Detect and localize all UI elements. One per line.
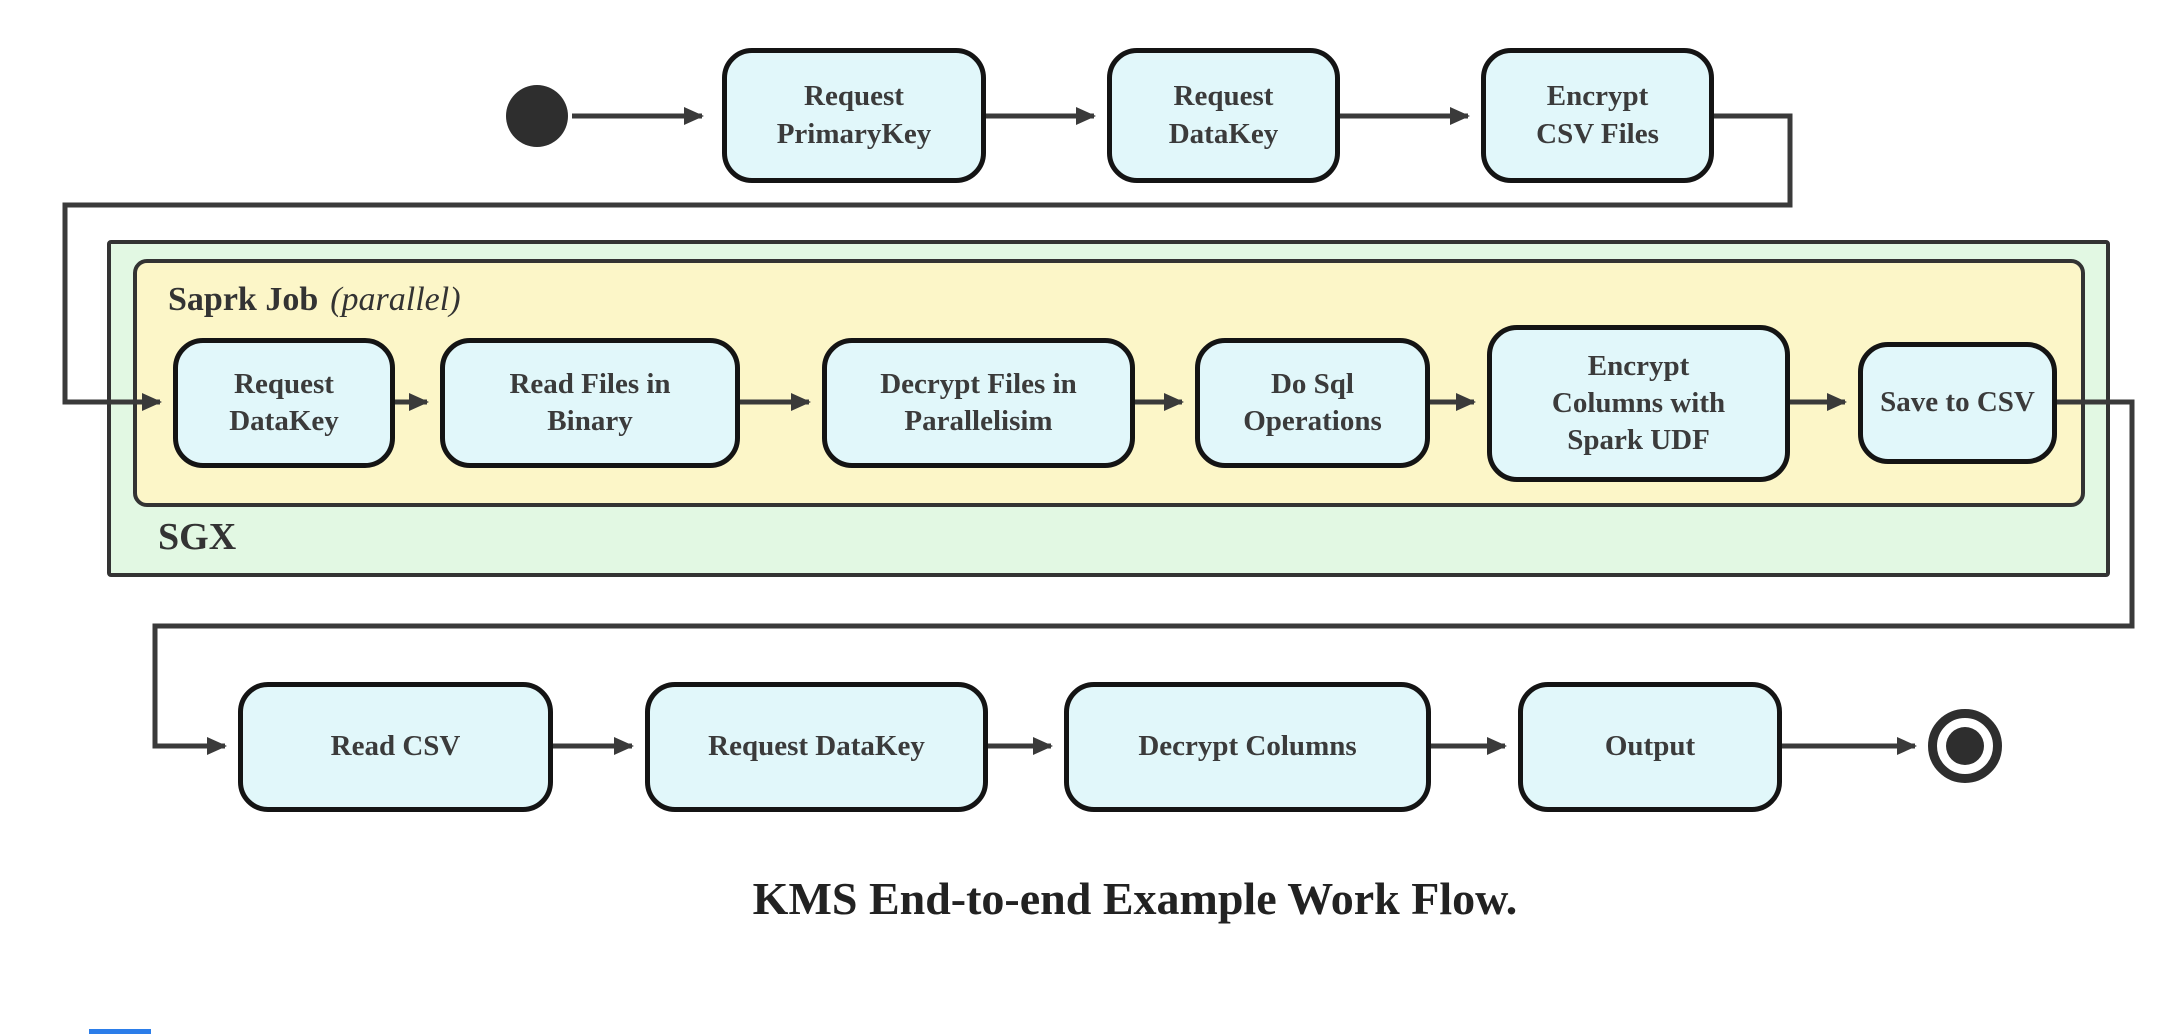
diagram-caption: KMS End-to-end Example Work Flow.: [752, 873, 1518, 924]
node-request-datakey-top: Request DataKey: [1107, 48, 1340, 183]
sgx-container-label: SGX: [158, 516, 237, 558]
spark-job-label-text: Saprk Job: [168, 281, 319, 318]
node-request-datakey-sgx: Request DataKey: [173, 338, 395, 468]
node-encrypt-columns-with-spark-udf: Encrypt Columns with Spark UDF: [1487, 325, 1790, 482]
blue-mark: [89, 1029, 151, 1034]
node-encrypt-csv-files: Encrypt CSV Files: [1481, 48, 1714, 183]
spark-job-label-suffix: (parallel): [330, 281, 461, 318]
node-decrypt-files-in-parallelisim: Decrypt Files in Parallelisim: [822, 338, 1135, 468]
node-request-primarykey: Request PrimaryKey: [722, 48, 986, 183]
node-request-datakey-client: Request DataKey: [645, 682, 988, 812]
end-state-node: [1928, 709, 2002, 783]
node-output: Output: [1518, 682, 1782, 812]
end-state-inner-dot: [1946, 727, 1984, 765]
node-save-to-csv: Save to CSV: [1858, 342, 2057, 464]
node-decrypt-columns: Decrypt Columns: [1064, 682, 1431, 812]
node-read-files-in-binary: Read Files in Binary: [440, 338, 740, 468]
node-read-csv: Read CSV: [238, 682, 553, 812]
node-do-sql-operations: Do Sql Operations: [1195, 338, 1430, 468]
spark-job-container-label: Saprk Job (parallel): [168, 281, 461, 319]
start-state-node: [506, 85, 568, 147]
